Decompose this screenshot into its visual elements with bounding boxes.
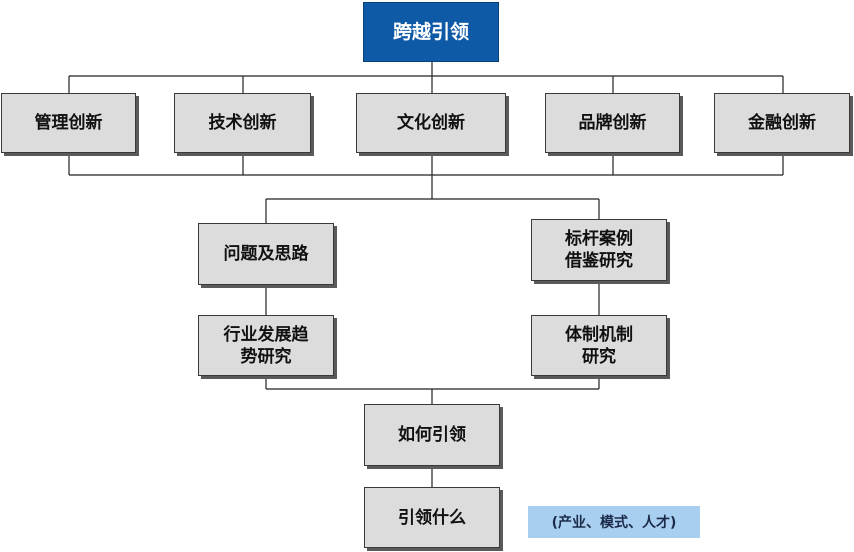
innovation-brand: 品牌创新 — [545, 93, 680, 153]
node-what-to-lead: 引领什么 — [364, 487, 500, 548]
innovation-management: 管理创新 — [1, 93, 136, 153]
node-industry-trend-research: 行业发展趋 势研究 — [198, 315, 334, 376]
node-institutional-mechanism-research: 体制机制 研究 — [531, 315, 667, 376]
innovation-technology: 技术创新 — [174, 93, 311, 153]
root-node-kuayue-yinling: 跨越引领 — [363, 2, 499, 62]
node-how-to-lead: 如何引领 — [364, 404, 500, 466]
innovation-finance: 金融创新 — [714, 93, 850, 153]
node-benchmark-case-research: 标杆案例 借鉴研究 — [531, 219, 667, 281]
note-industry-model-talent: (产业、模式、人才) — [528, 506, 700, 538]
innovation-culture: 文化创新 — [356, 93, 506, 153]
node-problems-and-ideas: 问题及思路 — [198, 223, 334, 285]
